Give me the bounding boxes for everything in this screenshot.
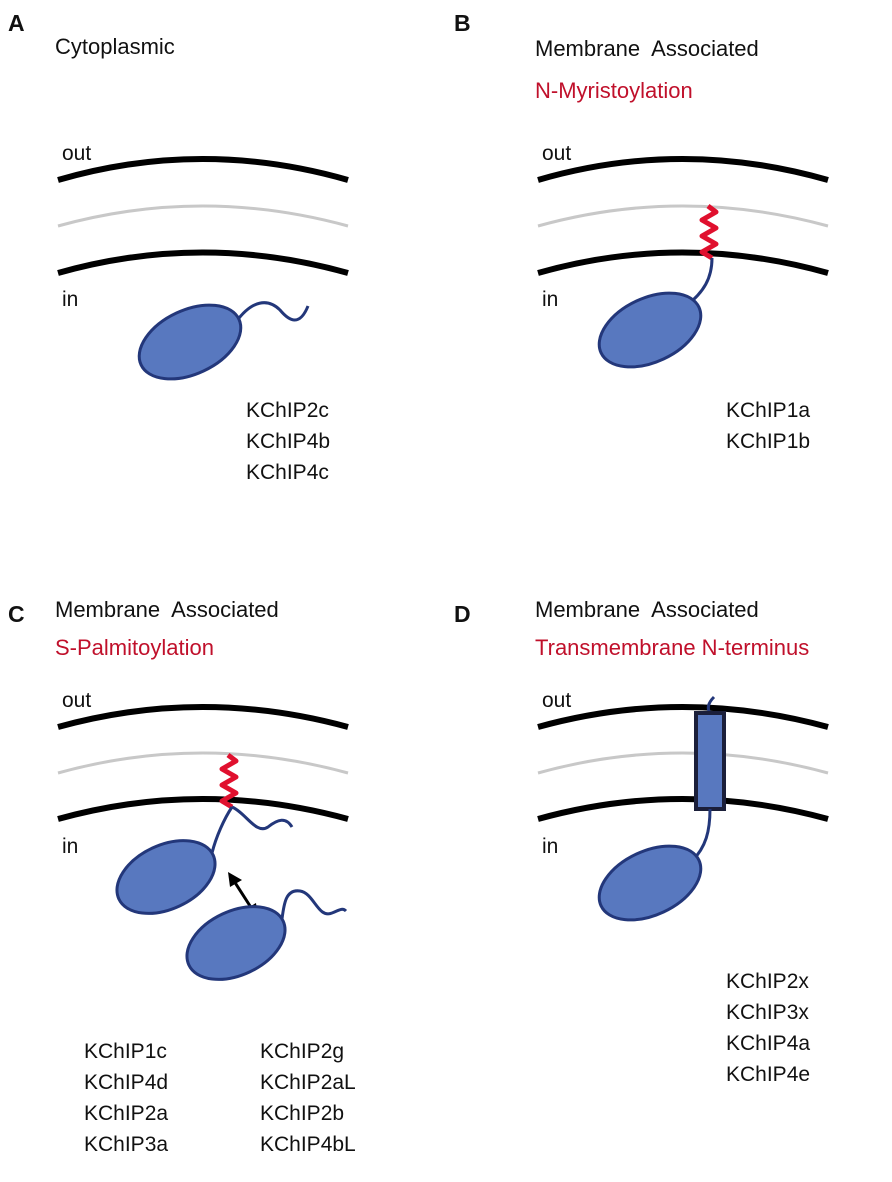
isoform-label: KChIP2g: [260, 1040, 345, 1063]
panel-title: Membrane Associated: [535, 36, 759, 61]
kchip-protein: [597, 291, 703, 369]
panel-letter: C: [8, 601, 25, 627]
protein-tail: [210, 806, 234, 854]
panel-subtitle: S-Palmitoylation: [55, 635, 214, 660]
isoform-list: KChIP2x KChIP3x KChIP4a KChIP4e: [726, 966, 810, 1090]
isoform-label: KChIP2aL: [260, 1071, 356, 1094]
outer-membrane-line: [57, 704, 349, 730]
isoform-label: KChIP4b: [246, 430, 331, 453]
in-label: in: [62, 835, 79, 858]
inner-membrane-line: [537, 796, 829, 822]
isoform-list-left: KChIP1c KChIP4d KChIP2a KChIP3a: [84, 1036, 168, 1160]
inner-membrane-line: [57, 796, 349, 822]
panel-subtitle: Transmembrane N-terminus: [535, 635, 810, 660]
isoform-label: KChIP1a: [726, 399, 811, 422]
isoform-label: KChIP2a: [84, 1102, 169, 1125]
in-label: in: [542, 288, 559, 311]
panel-cytoplasmic: A Cytoplasmic out in KChIP2c KChIP4b KCh…: [0, 0, 446, 591]
panel-s-palmitoylation: C Membrane Associated S-Palmitoylation o…: [0, 591, 446, 1182]
isoform-label: KChIP1b: [726, 430, 811, 453]
protein-tail: [234, 301, 310, 323]
outer-membrane-line: [537, 156, 829, 183]
panel-title: Membrane Associated: [535, 597, 759, 622]
in-label: in: [62, 288, 79, 311]
panel-title: Cytoplasmic: [55, 34, 175, 59]
isoform-label: KChIP1c: [84, 1040, 167, 1063]
inner-membrane-line: [537, 249, 829, 276]
out-label: out: [542, 689, 572, 712]
isoform-label: KChIP4a: [726, 1032, 811, 1055]
outer-membrane-line: [57, 156, 349, 183]
inner-leaflet-line: [57, 751, 349, 775]
palmitoyl-anchor: [219, 753, 239, 810]
out-label: out: [62, 142, 92, 165]
kchip-protein-bound: [115, 839, 217, 915]
outer-membrane-line: [537, 704, 829, 730]
out-label: out: [62, 689, 92, 712]
membrane-diagram: [57, 704, 349, 981]
inner-membrane-line: [57, 249, 349, 276]
panel-transmembrane: D Membrane Associated Transmembrane N-te…: [446, 591, 892, 1182]
isoform-label: KChIP2c: [246, 399, 329, 422]
arrowhead-up: [228, 872, 242, 887]
myristoyl-anchor: [699, 204, 719, 261]
membrane-diagram: [537, 695, 829, 922]
membrane-diagram: [537, 156, 829, 369]
isoform-label: KChIP4d: [84, 1071, 169, 1094]
isoform-label: KChIP4bL: [260, 1133, 356, 1156]
isoform-list: KChIP1a KChIP1b: [726, 395, 810, 457]
protein-tail-free: [280, 889, 348, 920]
isoform-label: KChIP3x: [726, 1001, 809, 1024]
panel-letter: B: [454, 10, 471, 36]
panel-n-myristoylation: B Membrane Associated N-Myristoylation o…: [446, 0, 892, 591]
inner-leaflet-line: [57, 204, 349, 228]
protein-tail-free: [231, 805, 294, 831]
kchip-protein-free: [185, 905, 287, 981]
isoform-label: KChIP3a: [84, 1133, 169, 1156]
panel-subtitle: N-Myristoylation: [535, 78, 693, 103]
isoform-label: KChIP2x: [726, 970, 809, 993]
kchip-protein: [597, 844, 703, 922]
out-label: out: [542, 142, 572, 165]
transmembrane-segment: [694, 711, 726, 811]
membrane-diagram: [57, 156, 349, 381]
equilibrium-arrow: [232, 880, 254, 910]
isoform-label: KChIP2b: [260, 1102, 345, 1125]
isoform-label: KChIP4c: [246, 461, 329, 484]
kchip-protein: [137, 303, 243, 381]
in-label: in: [542, 835, 559, 858]
isoform-label: KChIP4e: [726, 1063, 811, 1086]
panel-letter: D: [454, 601, 471, 627]
panel-letter: A: [8, 10, 25, 36]
isoform-list: KChIP2c KChIP4b KChIP4c: [246, 395, 330, 488]
inner-leaflet-line: [537, 751, 829, 775]
isoform-list-right: KChIP2g KChIP2aL KChIP2b KChIP4bL: [260, 1036, 356, 1160]
panel-title: Membrane Associated: [55, 597, 279, 622]
inner-leaflet-line: [537, 204, 829, 228]
